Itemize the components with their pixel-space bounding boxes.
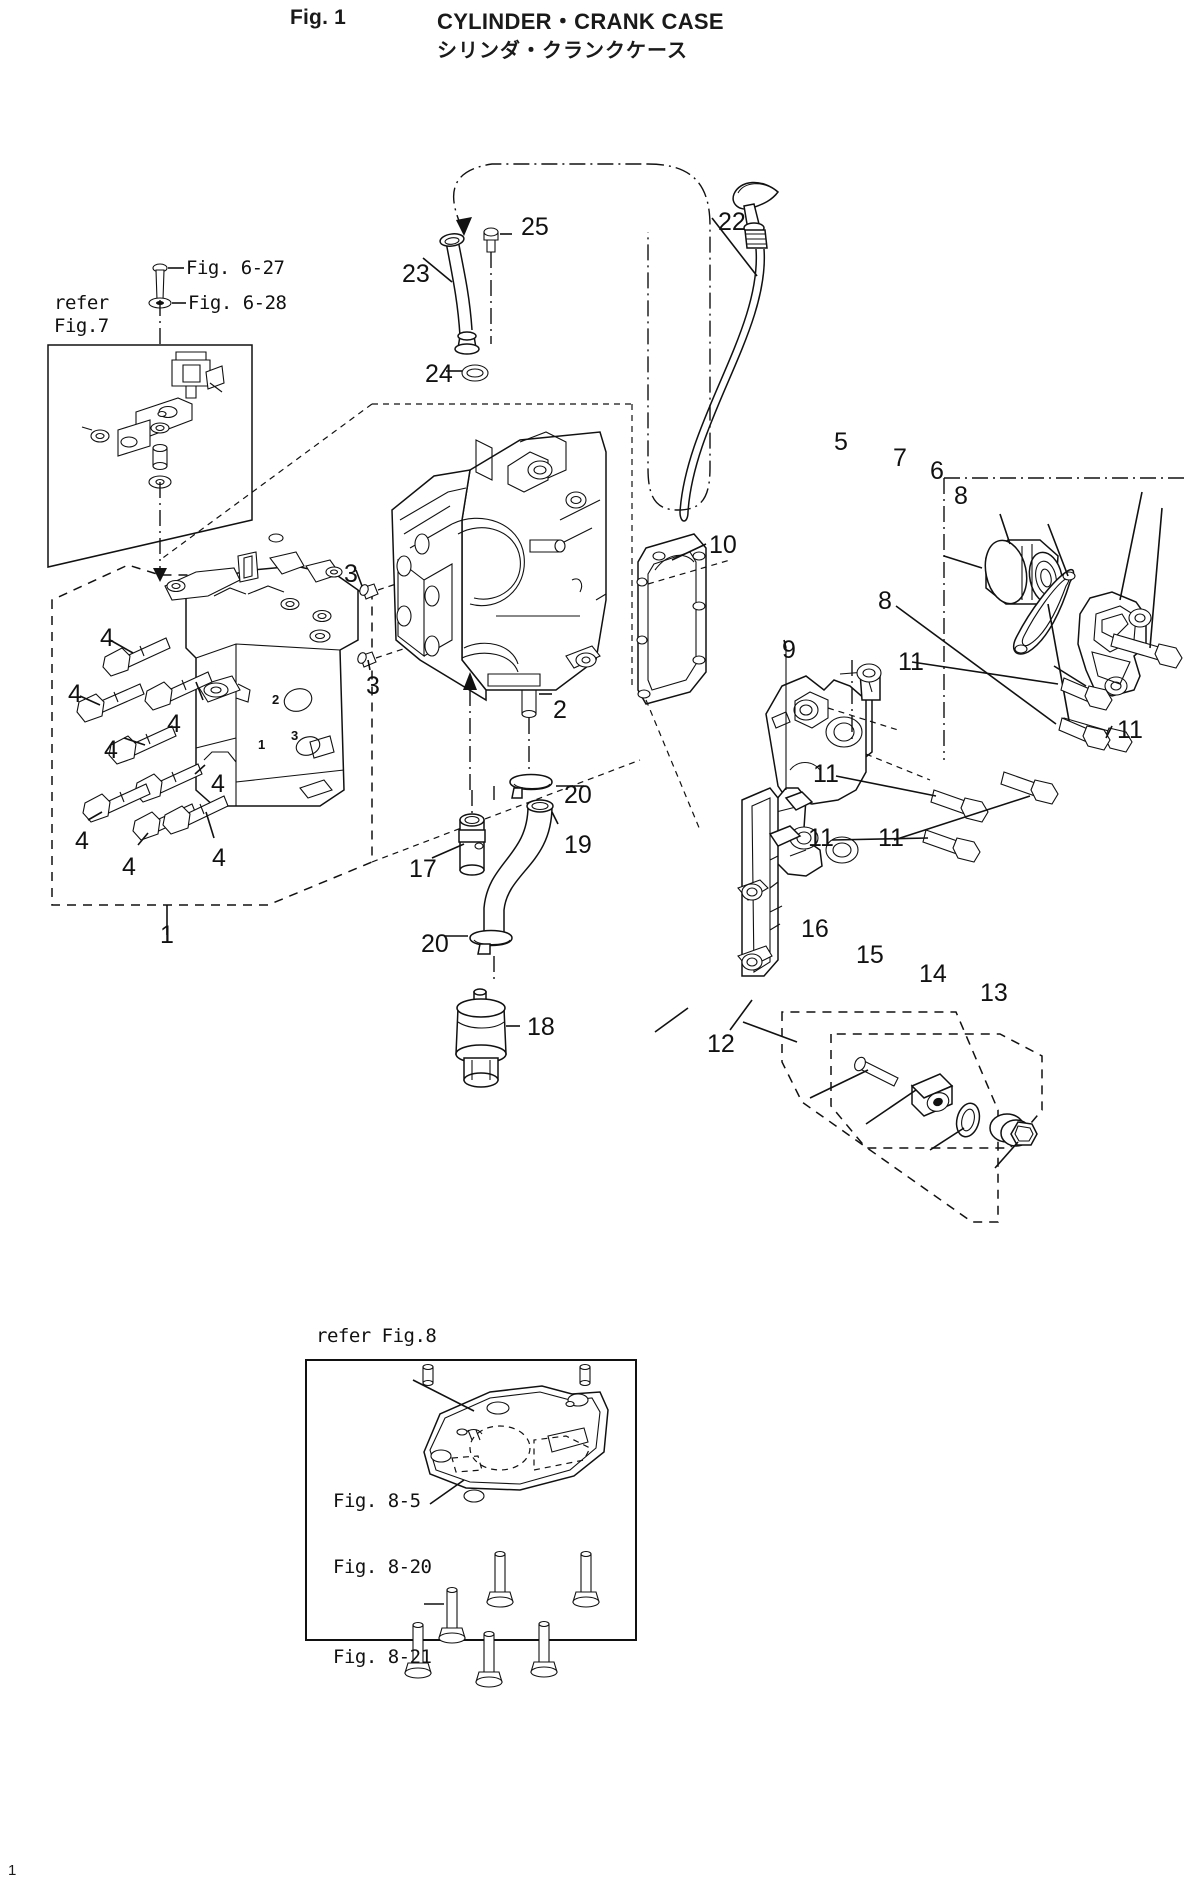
callout-17: 17 — [409, 855, 437, 883]
part-2-dowel — [521, 600, 552, 790]
callout-4: 4 — [75, 827, 89, 855]
crankcase-body — [391, 431, 607, 702]
part-14-oring — [929, 1102, 981, 1151]
callout-4: 4 — [122, 853, 136, 881]
part-13-drain-plug — [989, 1113, 1038, 1169]
part-1-cylinder-body — [164, 533, 359, 807]
callout-24: 24 — [425, 360, 453, 388]
fig-6-27-screw — [152, 263, 184, 301]
callout-3: 3 — [344, 560, 358, 588]
part-18-filter — [455, 988, 520, 1088]
engraved-mark-1: 1 — [258, 737, 266, 752]
callout-11: 11 — [1117, 716, 1143, 744]
callout-1: 1 — [160, 921, 174, 949]
part-23-breather-pipe — [422, 233, 480, 355]
refer-fig7-label-line1: refer — [54, 292, 109, 314]
group-12-dash-box — [742, 1021, 1043, 1149]
figure-number: Fig. 1 — [290, 6, 347, 29]
refer-fig7-box — [47, 344, 253, 568]
title-japanese: シリンダ・クランクケース — [437, 38, 688, 62]
callout-19: 19 — [564, 831, 592, 859]
callout-4: 4 — [68, 680, 82, 708]
fig-8-20-label: Fig. 8-20 — [333, 1556, 432, 1578]
callout-23: 23 — [402, 260, 430, 288]
callout-4: 4 — [211, 770, 225, 798]
fig-8-21-label: Fig. 8-21 — [333, 1646, 432, 1668]
callout-9: 9 — [782, 636, 796, 664]
part-19-hose — [482, 799, 559, 946]
fig-8-21-bolts — [404, 1550, 600, 1688]
callout-13: 13 — [980, 979, 1008, 1007]
callout-7: 7 — [893, 444, 907, 472]
part-6-bracket — [1077, 491, 1152, 697]
callout-11: 11 — [813, 760, 839, 788]
part-15-collar — [865, 1073, 954, 1125]
callout-2: 2 — [553, 696, 567, 724]
callout-3: 3 — [366, 672, 380, 700]
refer-fig7-label-line2: Fig.7 — [54, 315, 109, 337]
callout-14: 14 — [919, 960, 947, 988]
part-5-thermostat — [984, 513, 1064, 605]
part-16-pin — [809, 1056, 899, 1099]
fig-8-20-gasket — [423, 1385, 609, 1505]
callout-11: 11 — [808, 824, 834, 852]
refer-fig8-label: refer Fig.8 — [316, 1325, 437, 1347]
callout-25: 25 — [521, 213, 549, 241]
callout-11: 11 — [878, 824, 904, 852]
part-25-bolt — [483, 227, 512, 344]
engraved-mark-2: 2 — [272, 692, 280, 707]
page-number: 1 — [8, 1862, 17, 1879]
callout-20: 20 — [564, 781, 592, 809]
callout-4: 4 — [100, 624, 114, 652]
callout-5: 5 — [834, 428, 848, 456]
fig-8-5-label: Fig. 8-5 — [333, 1490, 421, 1512]
callout-4: 4 — [212, 844, 226, 872]
part-20-clamps — [444, 773, 584, 982]
callout-8: 8 — [878, 587, 892, 615]
callout-22: 22 — [718, 208, 746, 236]
part-3-dowel-pins — [355, 569, 431, 671]
callout-4: 4 — [104, 736, 118, 764]
callout-11: 11 — [898, 648, 924, 676]
part-17-fitting — [431, 790, 486, 876]
refer-fig8-box — [305, 1359, 637, 1688]
fig-6-28-label: Fig. 6-28 — [188, 292, 287, 314]
part-11-bolts — [831, 661, 1113, 863]
group-1-outline — [51, 564, 373, 935]
callout-16: 16 — [801, 915, 829, 943]
fig-6-28-washer — [148, 297, 186, 309]
callout-15: 15 — [856, 941, 884, 969]
callout-8: 8 — [954, 482, 968, 510]
callout-10: 10 — [709, 531, 737, 559]
part-4-bolts — [76, 637, 229, 846]
callout-6: 6 — [930, 457, 944, 485]
fig-6-27-label: Fig. 6-27 — [186, 257, 285, 279]
title-english: CYLINDER・CRANK CASE — [437, 9, 724, 34]
diagram-header: Fig. 1 CYLINDER・CRANK CASE シリンダ・クランクケース — [0, 0, 1185, 70]
part-10-gasket — [636, 533, 707, 705]
callout-4: 4 — [167, 710, 181, 738]
callout-12: 12 — [707, 1030, 735, 1058]
engraved-mark-3: 3 — [291, 728, 299, 743]
callout-18: 18 — [527, 1013, 555, 1041]
callout-20: 20 — [421, 930, 449, 958]
part-7-gasket — [1012, 523, 1076, 655]
fig7-sensor-assembly — [81, 351, 225, 489]
